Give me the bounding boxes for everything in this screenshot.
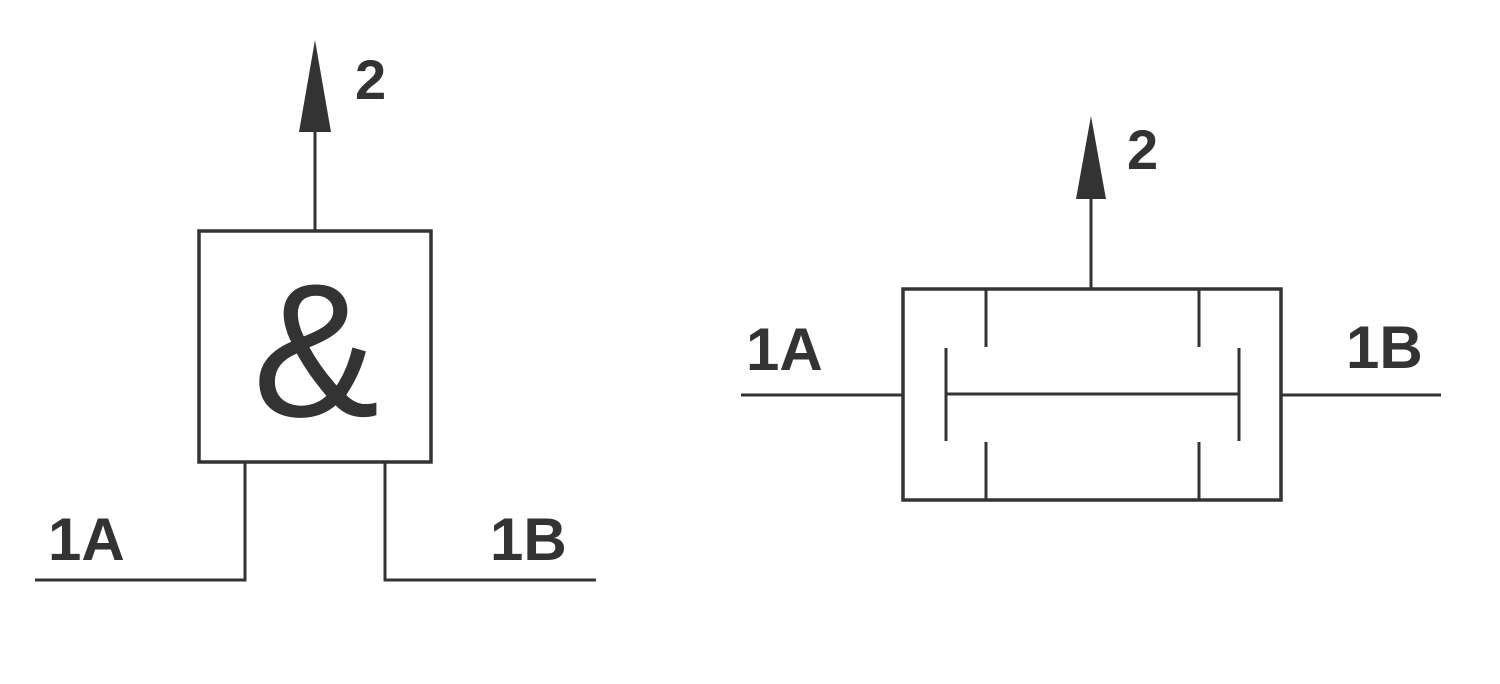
valve-output-label: 2	[1127, 118, 1158, 181]
logic-output-arrow-icon	[299, 40, 331, 132]
logic-gate-symbol: &	[253, 245, 380, 457]
logic-input-a-wire	[35, 462, 247, 582]
logic-input-a-label: 1A	[48, 506, 125, 573]
logic-input-b-label: 1B	[490, 506, 567, 573]
logic-output-label: 2	[355, 48, 386, 111]
logic-gate-box	[197, 229, 433, 464]
valve-output-arrow-icon	[1076, 116, 1106, 199]
logic-input-b-wire	[383, 462, 596, 582]
valve-input-a-label: 1A	[746, 316, 823, 383]
valve-input-b-label: 1B	[1346, 314, 1423, 381]
pneumatic-and-valve-symbol: 2 1A 1B	[741, 116, 1441, 502]
logic-and-symbol: 2 & 1A 1B	[35, 40, 596, 582]
